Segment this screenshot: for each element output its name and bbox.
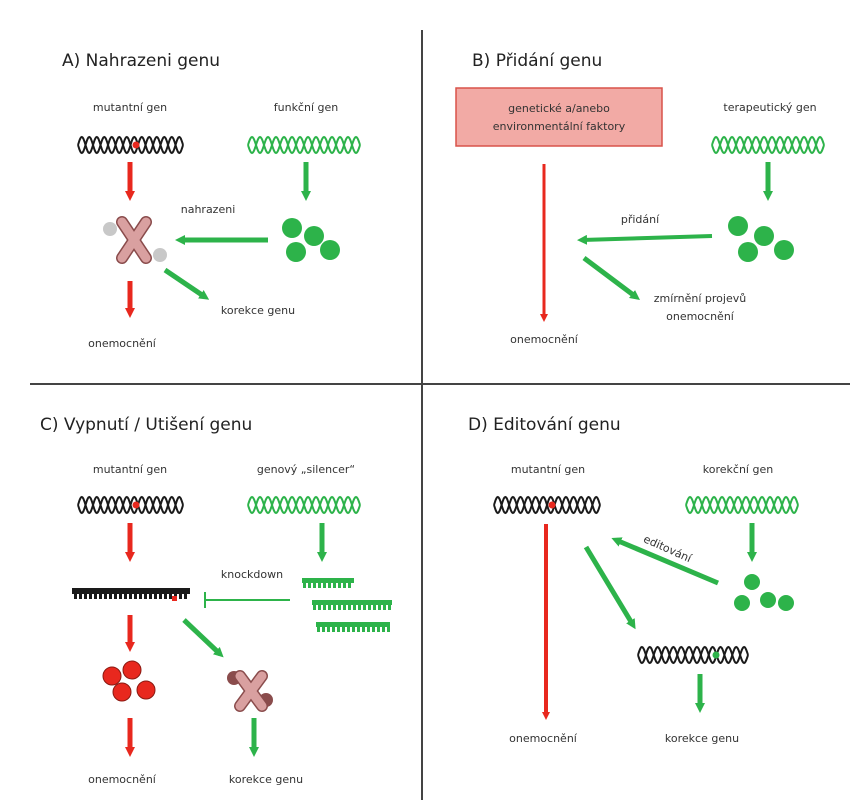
panel-d-arrow-to-corrected	[583, 545, 636, 630]
panel-b-therapeutic-gene-label: terapeutický gen	[723, 101, 816, 114]
panel-c-blocked-protein-icon	[227, 670, 273, 712]
panel-c-silencer-dna	[247, 495, 361, 515]
panel-a-functional-gene-label: funkční gen	[274, 101, 339, 114]
panel-b-relief-line2: onemocnění	[666, 310, 735, 323]
panel-c-silencer-label: genový „silencer“	[257, 463, 355, 476]
panel-a-functional-proteins-icon	[282, 218, 340, 262]
panel-a-correction-label: korekce genu	[221, 304, 295, 317]
panel-b: B) Přidání genu genetické a/anebo enviro…	[455, 51, 825, 346]
panel-b-therapeutic-dna	[711, 135, 825, 155]
panel-d-corrected-dot	[712, 651, 720, 659]
panel-d-title: D) Editování genu	[468, 415, 621, 435]
panel-d-mutant-dna	[493, 495, 601, 515]
panel-b-arrow-addition	[577, 234, 713, 245]
panel-a-arrow-correction	[163, 267, 210, 300]
panel-c-mutant-gene-label: mutantní gen	[93, 463, 167, 476]
panel-b-factors-line1: genetické a/anebo	[508, 102, 610, 115]
panel-d-disease-label: onemocnění	[509, 732, 578, 745]
panel-c-knockdown-label: knockdown	[221, 568, 283, 581]
panel-c-arrow-to-blocked	[182, 618, 224, 658]
panel-c-correction-label: korekce genu	[229, 773, 303, 786]
panel-d-mutation-dot	[548, 501, 556, 509]
panel-c-mutant-dna	[77, 495, 184, 515]
panel-d-correction-label: korekce genu	[665, 732, 739, 745]
panel-d-mutant-gene-label: mutantní gen	[511, 463, 585, 476]
panel-b-relief-line1: zmírnění projevů	[654, 292, 746, 305]
panel-a-mutant-dna	[77, 135, 184, 155]
panel-b-factors-box	[455, 87, 663, 147]
panel-b-disease-label: onemocnění	[510, 333, 579, 346]
panel-a-mutant-gene-label: mutantní gen	[93, 101, 167, 114]
panel-d-corrective-gene-label: korekční gen	[703, 463, 773, 476]
panel-c: C) Vypnutí / Utišení genu mutantní gen g…	[40, 415, 392, 786]
panel-b-title: B) Přidání genu	[472, 51, 602, 71]
panel-c-mutant-proteins-icon	[102, 660, 156, 702]
panel-b-factors-line2: environmentální faktory	[493, 120, 626, 133]
panel-d-corrected-dna	[637, 645, 749, 665]
panel-b-proteins-icon	[728, 216, 794, 262]
panel-c-mrna-strand	[72, 588, 190, 601]
panel-a-mutation-dot	[132, 141, 140, 149]
panel-a-replacement-label: nahrazeni	[181, 203, 236, 216]
panel-a-title: A) Nahrazeni genu	[62, 51, 220, 71]
panel-c-title: C) Vypnutí / Utišení genu	[40, 415, 252, 435]
panel-c-sirna-fragments	[302, 578, 392, 632]
panel-d-editing-complex-icon	[734, 574, 794, 611]
panel-a-disease-label: onemocnění	[88, 337, 157, 350]
panel-a-functional-dna	[247, 135, 361, 155]
panel-b-addition-label: přidání	[621, 213, 660, 226]
panel-a: A) Nahrazeni genu mutantní gen funkční g…	[62, 51, 361, 350]
panel-b-arrow-relief	[582, 256, 640, 300]
panel-d: D) Editování genu mutantní gen korekční …	[468, 415, 799, 745]
panel-c-disease-label: onemocnění	[88, 773, 157, 786]
panel-d-corrective-dna	[685, 495, 799, 515]
panel-c-mutation-dot	[132, 501, 140, 509]
panel-a-defective-protein-icon	[103, 216, 167, 264]
panel-d-arrow-editing	[611, 537, 719, 586]
